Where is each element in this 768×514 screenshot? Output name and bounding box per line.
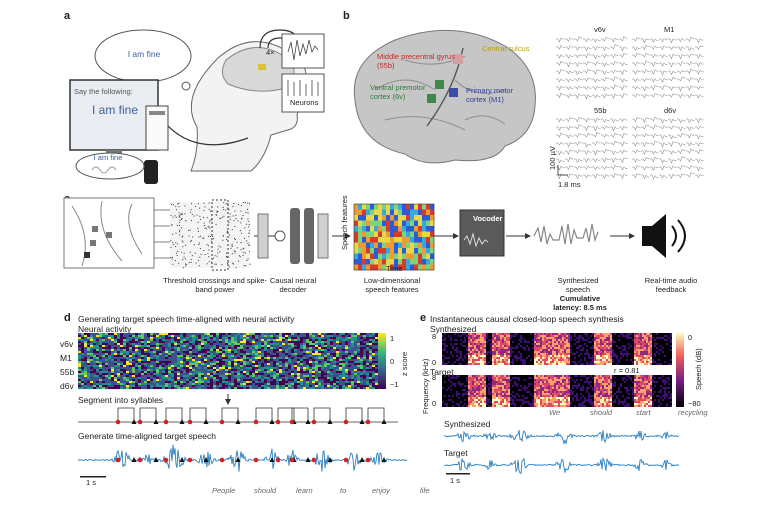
e-ytick-0: 8 <box>432 332 437 341</box>
feat-axis-x: Time <box>386 264 403 273</box>
step-synthesized-speech: Synthesized speech <box>557 276 599 294</box>
d-row-v6v: v6v <box>60 339 74 349</box>
e-title: Instantaneous causal closed-loop speech … <box>430 314 624 324</box>
step-neural-decoder: Causal neural decoder <box>269 276 317 294</box>
multiplier-label: 4× <box>266 48 275 57</box>
screen-text: I am fine <box>91 103 139 117</box>
d-cbar-tick-neg1: −1 <box>390 380 399 389</box>
e-r-value: r = 0.81 <box>614 366 640 375</box>
d-word-1: should <box>254 486 277 495</box>
e-word-3: recycling <box>678 408 708 417</box>
spectrogram-synthesized <box>442 333 672 365</box>
d-generate-label: Generate time-aligned target speech <box>78 431 216 441</box>
speech-bubble-text: I am fine <box>93 153 123 162</box>
e-ytick-1: 0 <box>432 358 437 367</box>
panel-label-b: b <box>343 10 350 22</box>
latency-title: Cumulative <box>559 294 601 303</box>
spike-box <box>281 33 325 69</box>
neurons-box <box>281 73 325 113</box>
e-word-1: should <box>590 408 613 417</box>
scale-time: 1.8 ms <box>558 180 581 189</box>
panel-label-d: d <box>64 312 71 324</box>
array-title-v6v: v6v <box>594 25 606 34</box>
e-word-0: We <box>549 408 561 417</box>
e-wave-synth-label: Synthesized <box>444 419 491 429</box>
d-word-5: life <box>420 486 430 495</box>
step-threshold-crossings: Threshold crossings and spike-band power <box>163 276 267 294</box>
d-cbar-tick-1: 1 <box>390 334 395 343</box>
scale-voltage: 100 µV <box>548 146 557 170</box>
d-row-55b: 55b <box>60 367 75 377</box>
thought-bubble-text: I am fine <box>127 49 161 59</box>
d-row-d6v: d6v <box>60 381 74 391</box>
e-scale: 1 s <box>450 476 461 485</box>
d-title: Generating target speech time-aligned wi… <box>78 314 295 324</box>
e-wave-target-label: Target <box>444 448 468 458</box>
brain-label-central-sulcus: Central sulcus <box>482 44 530 53</box>
feat-axis-y: Speech features <box>340 195 349 250</box>
array-title-55b: 55b <box>594 106 607 115</box>
waveform-target <box>444 457 680 475</box>
vocoder-label: Vocoder <box>473 214 503 223</box>
array-title-m1: M1 <box>664 25 675 34</box>
e-cbar-label: Speech (dB) <box>694 348 703 390</box>
neurons-label: Neurons <box>290 98 319 107</box>
d-cbar-tick-0: 0 <box>390 357 395 366</box>
step-speech-features: Low-dimensional speech features <box>363 276 421 294</box>
zscore-colorbar <box>378 333 386 389</box>
e-cbar-tick-neg80: −80 <box>688 399 701 408</box>
d-segment-label: Segment into syllables <box>78 395 164 405</box>
step-audio-feedback: Real-time audio feedback <box>644 276 698 294</box>
syllable-segmentation <box>78 394 398 425</box>
e-synth-label: Synthesized <box>430 324 477 334</box>
brain-label-6v: Ventral premotor cortex (6v) <box>370 83 426 101</box>
e-yaxis: Frequency (kHz) <box>421 358 430 414</box>
d-word-0: People <box>212 486 236 495</box>
panel-label-e: e <box>420 312 427 324</box>
computer-tower <box>145 105 169 151</box>
speaker-icon <box>144 160 158 184</box>
spectrogram-target <box>442 375 672 407</box>
e-cbar-tick-0: 0 <box>688 333 693 342</box>
brain-label-55b: Middle precentral gyrus (55b) <box>377 52 455 70</box>
d-neural-label: Neural activity <box>78 324 132 334</box>
panel-a-illustration <box>69 29 325 184</box>
array-title-d6v: d6v <box>664 106 677 115</box>
speech-bubble <box>75 152 145 180</box>
d-cbar-label: z score <box>400 351 409 376</box>
screen-prompt: Say the following: <box>74 87 133 96</box>
e-word-2: start <box>636 408 651 417</box>
speech-db-colorbar <box>676 333 684 407</box>
d-word-3: to <box>340 486 347 495</box>
waveform-synthesized <box>444 430 680 445</box>
panel-label-a: a <box>64 10 71 22</box>
e-ytick-3: 0 <box>432 399 437 408</box>
d-row-m1: M1 <box>60 353 72 363</box>
latency-value: latency: 8.5 ms <box>553 303 607 312</box>
pipeline-diagram <box>63 197 686 271</box>
e-ytick-2: 8 <box>432 373 437 382</box>
e-target-label: Target <box>430 367 454 377</box>
d-scale: 1 s <box>86 478 97 487</box>
d-word-4: enjoy <box>372 486 390 495</box>
brain-surface <box>353 29 536 164</box>
brain-label-m1: Primary motor cortex (M1) <box>466 86 514 104</box>
neural-activity-heatmap <box>78 333 378 390</box>
spike-waveform-grid <box>556 35 704 180</box>
d-word-2: learn <box>296 486 313 495</box>
target-speech-waveform <box>78 444 408 472</box>
